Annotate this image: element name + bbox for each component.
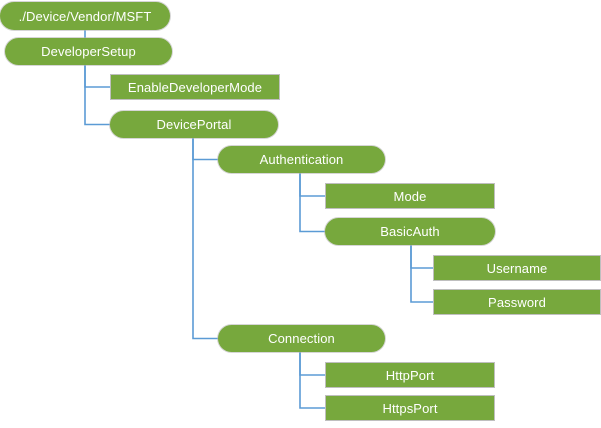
tree-node-basic-auth[interactable]: BasicAuth [325, 218, 495, 245]
tree-node-label: Username [486, 260, 548, 276]
tree-node-label: ./Device/Vendor/MSFT [18, 8, 152, 24]
tree-node-root[interactable]: ./Device/Vendor/MSFT [0, 2, 170, 30]
connector-connection-to-http-port [299, 352, 325, 376]
tree-node-label: Password [488, 294, 546, 310]
tree-node-label: Authentication [259, 152, 344, 167]
tree-node-password[interactable]: Password [433, 289, 601, 315]
tree-node-http-port[interactable]: HttpPort [325, 362, 495, 388]
tree-node-enable-developer-mode[interactable]: EnableDeveloperMode [110, 74, 280, 100]
connector-authentication-to-basic-auth [299, 173, 325, 233]
tree-node-username[interactable]: Username [433, 255, 601, 281]
tree-node-authentication[interactable]: Authentication [218, 146, 385, 173]
tree-node-label: HttpPort [385, 367, 435, 383]
tree-node-mode[interactable]: Mode [325, 183, 495, 209]
tree-node-https-port[interactable]: HttpsPort [325, 395, 495, 421]
connector-developer-setup-to-enable-developer-mode [84, 65, 110, 88]
connector-device-portal-to-connection [192, 138, 218, 340]
tree-node-connection[interactable]: Connection [218, 325, 385, 352]
connector-basic-auth-to-username [410, 245, 433, 269]
connector-connection-to-https-port [299, 352, 325, 409]
tree-node-developer-setup[interactable]: DeveloperSetup [5, 38, 172, 65]
tree-node-label: HttpsPort [382, 400, 438, 416]
tree-node-label: BasicAuth [380, 224, 440, 239]
tree-node-label: Mode [393, 188, 427, 204]
tree-node-label: DevicePortal [156, 117, 232, 132]
tree-node-label: DeveloperSetup [41, 44, 136, 59]
tree-node-label: Connection [268, 331, 335, 346]
connector-basic-auth-to-password [410, 245, 433, 303]
connector-device-portal-to-authentication [192, 138, 218, 161]
connector-developer-setup-to-device-portal [84, 65, 110, 126]
tree-node-device-portal[interactable]: DevicePortal [110, 111, 278, 138]
tree-node-label: EnableDeveloperMode [127, 79, 263, 95]
connector-authentication-to-mode [299, 173, 325, 197]
